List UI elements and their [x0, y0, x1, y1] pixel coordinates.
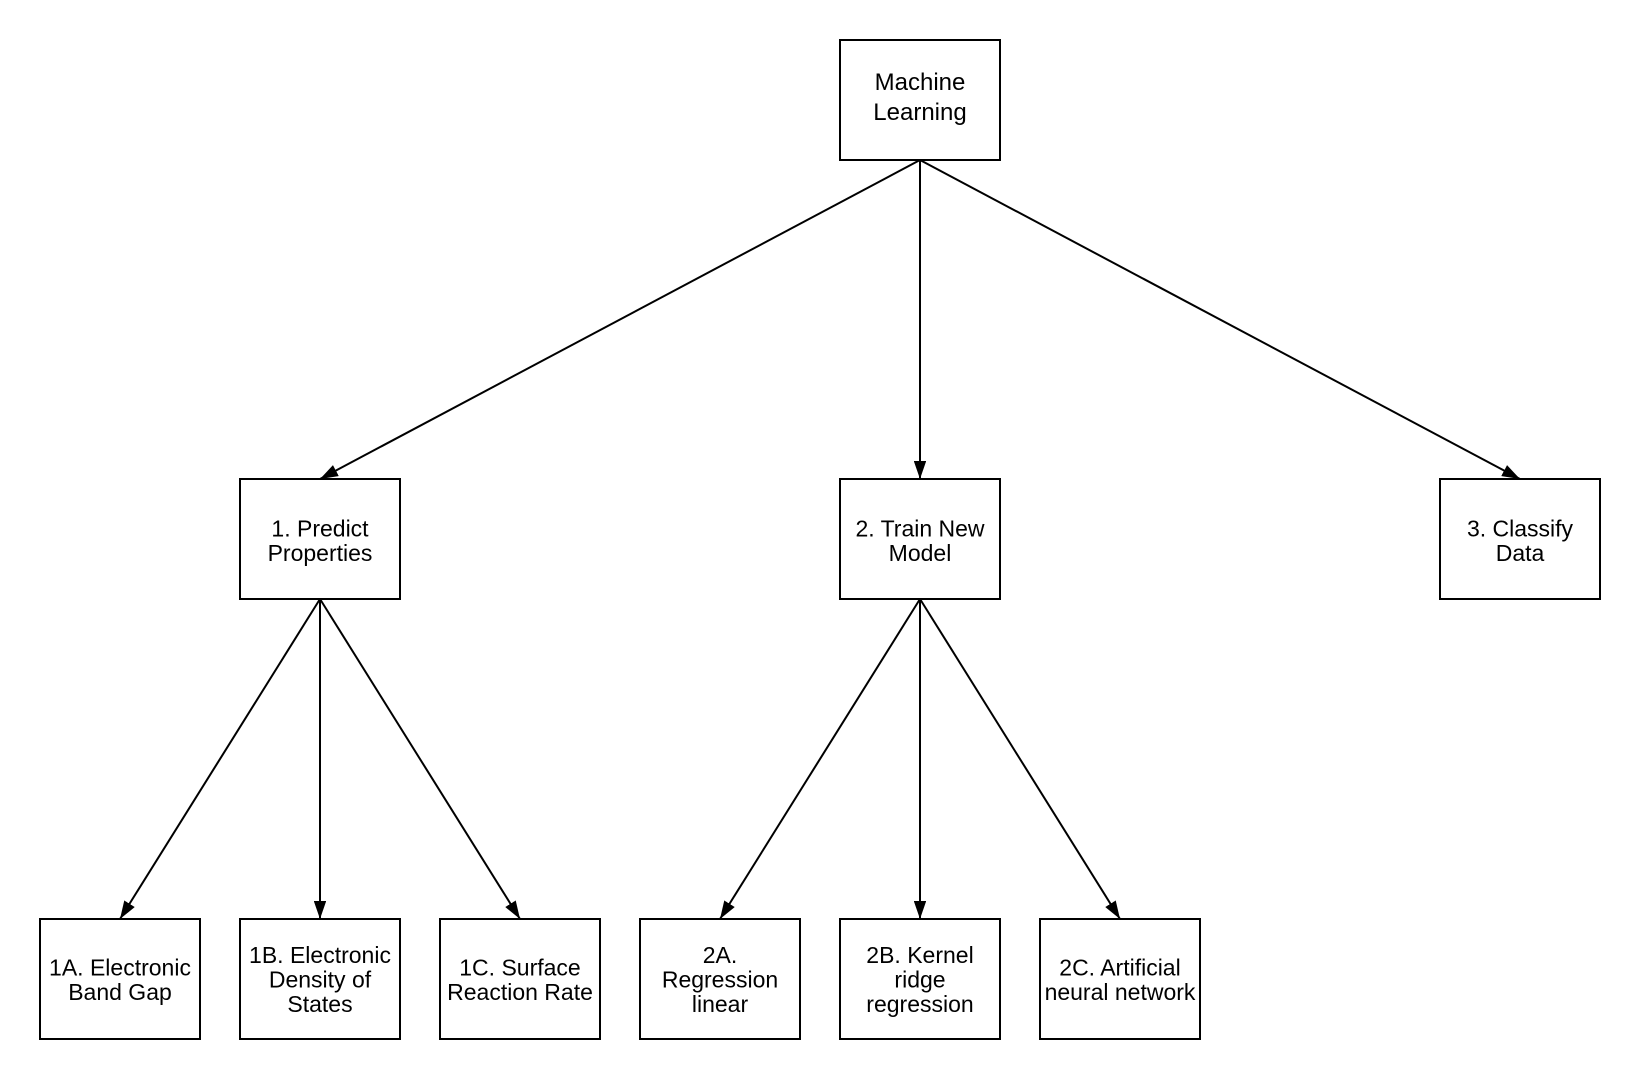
svg-text:Data: Data	[1496, 540, 1545, 566]
svg-text:Density of: Density of	[269, 967, 372, 993]
svg-text:2C. Artificial: 2C. Artificial	[1059, 954, 1180, 980]
svg-text:1. Predict: 1. Predict	[271, 515, 369, 541]
svg-text:Regression: Regression	[662, 967, 778, 993]
svg-text:1A. Electronic: 1A. Electronic	[49, 954, 191, 980]
svg-text:Band Gap: Band Gap	[68, 979, 172, 1005]
svg-text:2. Train New: 2. Train New	[855, 515, 984, 541]
svg-text:Properties: Properties	[268, 540, 373, 566]
svg-text:2B. Kernel: 2B. Kernel	[866, 942, 973, 968]
svg-text:Machine: Machine	[875, 69, 966, 96]
svg-text:linear: linear	[692, 991, 749, 1017]
svg-text:1C. Surface: 1C. Surface	[459, 954, 580, 980]
svg-text:Reaction Rate: Reaction Rate	[447, 979, 593, 1005]
svg-text:neural network: neural network	[1045, 979, 1196, 1005]
svg-text:regression: regression	[866, 991, 973, 1017]
svg-text:3. Classify: 3. Classify	[1467, 515, 1574, 541]
svg-text:ridge: ridge	[894, 967, 945, 993]
svg-text:Model: Model	[889, 540, 952, 566]
svg-text:1B. Electronic: 1B. Electronic	[249, 942, 391, 968]
svg-text:States: States	[287, 991, 352, 1017]
svg-text:Learning: Learning	[873, 99, 966, 126]
svg-text:2A.: 2A.	[703, 942, 738, 968]
